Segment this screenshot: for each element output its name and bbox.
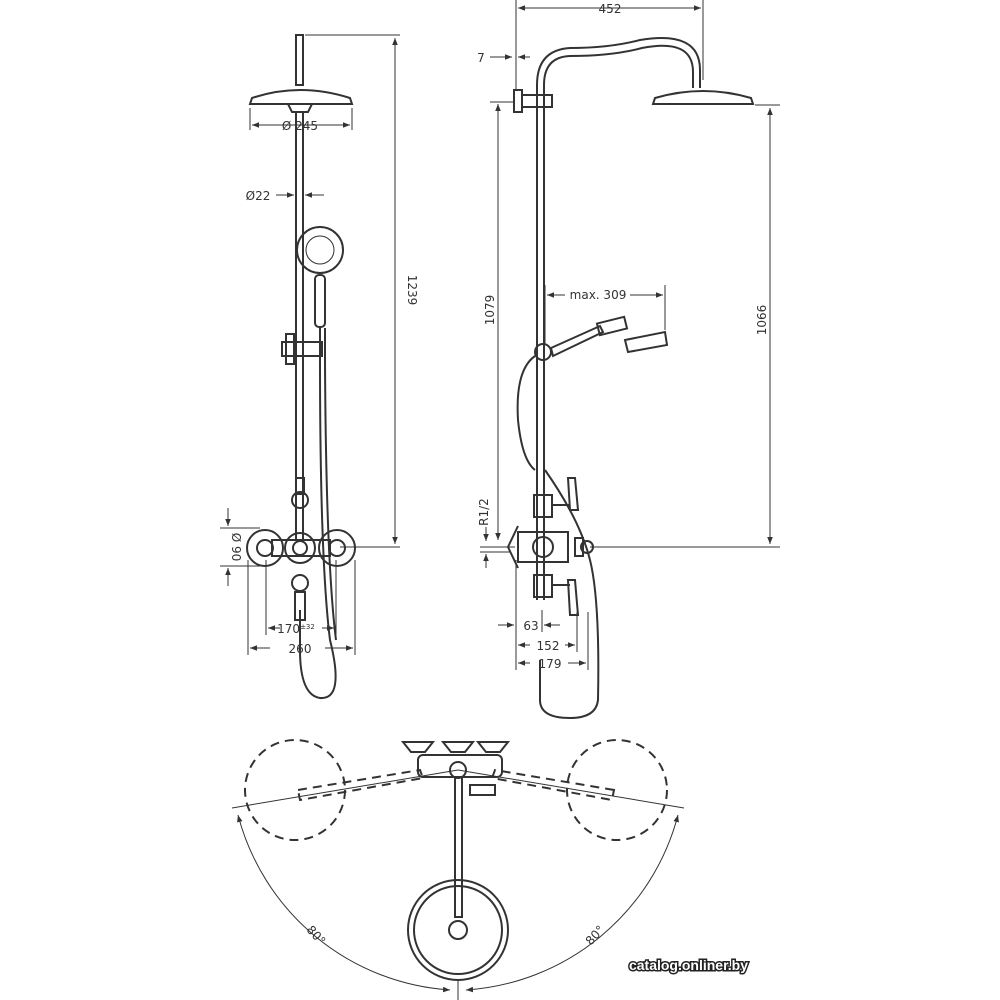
label-handshower-reach: max. 309 [570,288,627,302]
label-angle-right: 80° [583,923,608,948]
label-total-height: 1239 [405,275,419,306]
front-view-dimension-lines [220,34,400,655]
label-total-width: 260 [289,642,312,656]
label-wall-offset: 7 [477,51,485,65]
side-view-shower [506,37,755,720]
label-overhead-height: 1066 [755,305,769,336]
label-depth-179: 179 [539,657,562,671]
top-view-angle-lines [231,769,685,1000]
label-depth-152: 152 [537,639,560,653]
label-projection: 452 [599,2,622,16]
label-pipe-diameter: Ø22 [246,189,271,203]
side-view-dimension-lines [480,0,780,670]
label-head-diameter: Ø 245 [282,119,318,133]
label-spacing: 170±32 [277,622,315,636]
label-head-height: 1079 [483,295,497,326]
watermark: catalog.onliner.by [629,957,748,973]
front-view-shower [246,34,356,700]
label-thread: R1/2 [477,498,491,526]
label-depth-63: 63 [523,619,538,633]
label-escutcheon-diameter: Ø 90 [229,533,243,562]
top-view-shower [244,739,668,981]
